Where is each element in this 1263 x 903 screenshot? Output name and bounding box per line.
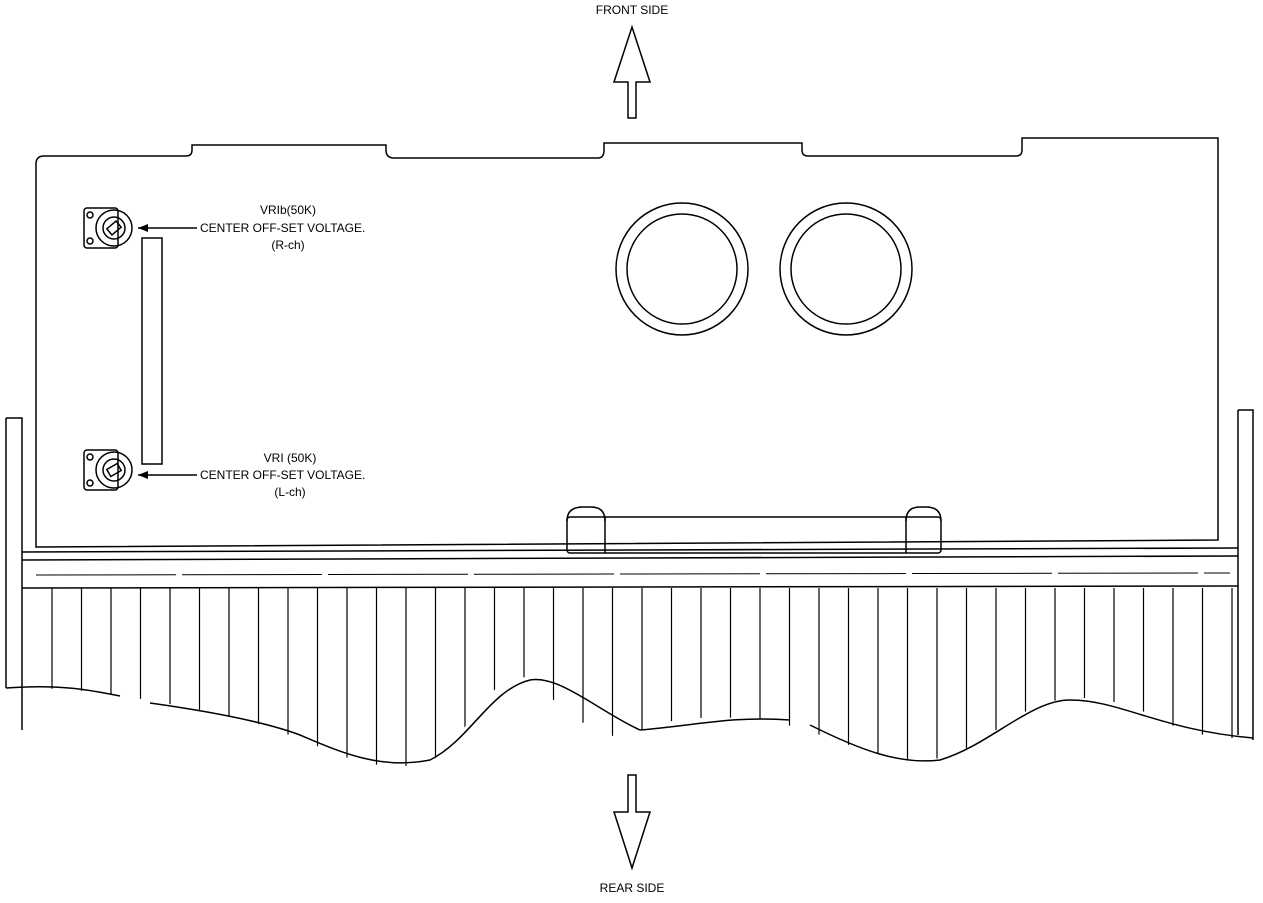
center-connector: [566, 506, 942, 554]
front-arrow: [612, 24, 652, 119]
vr1-leader-arrow: [138, 471, 197, 479]
resistor-strip: [141, 237, 163, 465]
rear-arrow: [612, 774, 652, 871]
circuit-board: [35, 137, 1219, 548]
capacitor-right: [779, 202, 913, 336]
chassis-strip: [21, 547, 1239, 589]
vr1-channel-label: (L-ch): [274, 485, 305, 499]
vr1-function-label: CENTER OFF-SET VOLTAGE.: [200, 468, 365, 482]
potentiometer-vr1-icon: [83, 449, 133, 491]
heat-sink-fins: [51, 588, 1233, 767]
front-side-label: FRONT SIDE: [596, 3, 668, 17]
vr1b-function-label: CENTER OFF-SET VOLTAGE.: [200, 221, 365, 235]
heat-sink-wavy-edge: [5, 678, 1254, 764]
vr1b-channel-label: (R-ch): [271, 238, 304, 252]
vr1-name-label: VRI (50K): [264, 451, 317, 465]
capacitor-left: [615, 202, 749, 336]
potentiometer-vr1b-icon: [83, 207, 133, 249]
right-rail: [1237, 409, 1254, 740]
vr1b-name-label: VRIb(50K): [260, 203, 316, 217]
vr1b-leader-arrow: [138, 224, 197, 232]
left-rail: [5, 417, 23, 730]
rear-side-label: REAR SIDE: [600, 881, 665, 895]
